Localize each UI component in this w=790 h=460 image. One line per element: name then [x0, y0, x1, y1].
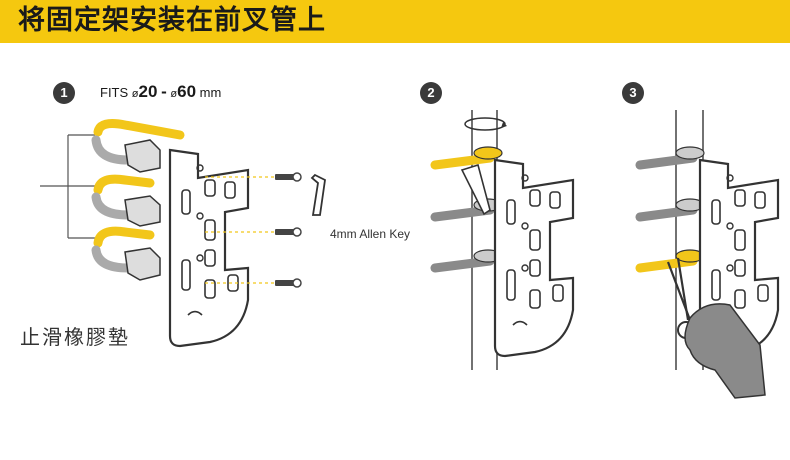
fits-unit: mm [199, 85, 222, 100]
dia-symbol-min: ø [131, 88, 139, 100]
rotate-arrow-icon [464, 117, 506, 131]
allen-key-in-use-icon [460, 163, 491, 216]
fits-max: 60 [177, 82, 197, 101]
bottle-cage-2 [493, 158, 575, 358]
strap-bottom [91, 226, 161, 281]
allen-key-icon [310, 173, 326, 216]
fits-range-label: FITS ø20 - ø60 mm [100, 82, 221, 102]
panel-1-exploded-view [40, 119, 326, 348]
strap-top [91, 119, 185, 173]
title-bar: 将固定架安装在前叉管上 [0, 0, 790, 43]
step-3-badge: 3 [622, 82, 644, 104]
bolt-middle [274, 227, 302, 237]
fits-prefix: FITS [100, 85, 129, 100]
fits-min: 20 [138, 82, 158, 101]
page-title: 将固定架安装在前叉管上 [18, 5, 326, 36]
pad-leader-lines [40, 134, 95, 239]
bottle-cage-1 [168, 148, 250, 348]
strap-middle [91, 174, 161, 227]
panel-2-mounting-view [430, 110, 575, 370]
fits-sep: - [161, 82, 167, 101]
anti-slip-pad-label: 止滑橡膠墊 [20, 325, 130, 349]
bolt-bottom [274, 278, 302, 288]
bolt-top [274, 172, 302, 182]
panel-3-trimming-view [635, 110, 780, 399]
step-1-badge: 1 [53, 82, 75, 104]
step-2-badge: 2 [420, 82, 442, 104]
hand-icon [684, 303, 766, 399]
allen-key-label: 4mm Allen Key [330, 227, 411, 241]
dia-symbol-max: ø [170, 88, 178, 100]
